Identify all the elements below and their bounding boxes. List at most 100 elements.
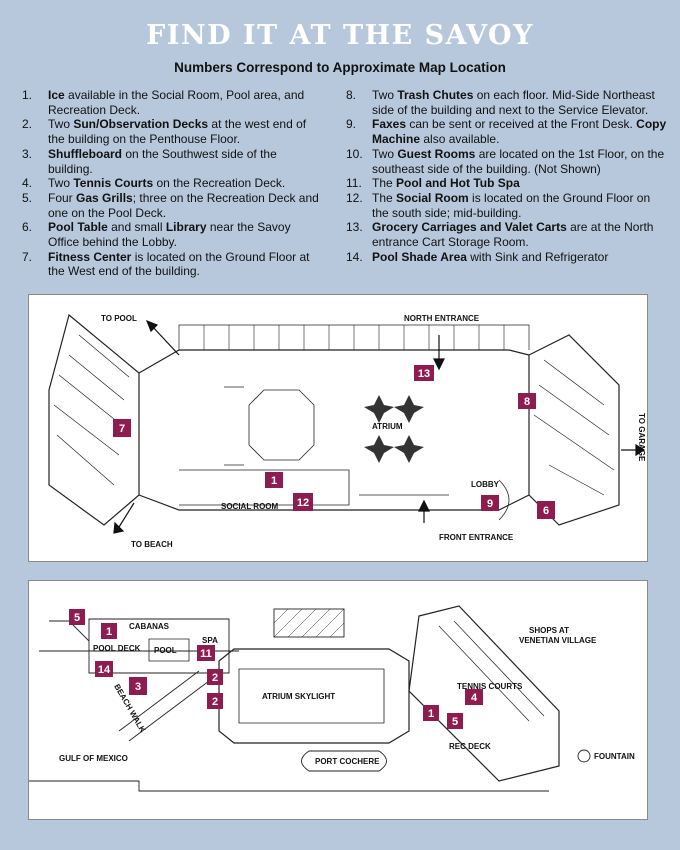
legend-item-keyword: Shuffleboard [48, 146, 122, 161]
label-atrium-skylight: ATRIUM SKYLIGHT [262, 692, 335, 701]
label-front-entrance: FRONT ENTRANCE [439, 533, 514, 542]
legend-item-text: Two Tennis Courts on the Recreation Deck… [48, 176, 322, 191]
svg-text:9: 9 [487, 498, 493, 510]
ground-floor-plan: TO POOL NORTH ENTRANCE ATRIUM TO GARAGE … [48, 313, 646, 549]
legend-item-desc: on the Recreation Deck. [153, 176, 286, 191]
svg-text:3: 3 [135, 681, 141, 693]
legend-item-keyword: Social Room [396, 190, 469, 205]
legend-item-text: Fitness Center is located on the Ground … [48, 250, 322, 279]
svg-text:5: 5 [74, 612, 80, 624]
legend-item-number: 3. [22, 146, 33, 161]
label-pool-deck: POOL DECK [93, 644, 141, 653]
legend-item-text: Two Sun/Observation Decks at the west en… [48, 117, 322, 146]
legend-item-number: 14. [346, 249, 363, 264]
site-map: CABANAS SPA POOL POOL DECK BEACH WALK AT… [28, 580, 648, 820]
svg-text:1: 1 [428, 708, 434, 720]
legend-item-desc: are at the North entrance Cart Storage R… [372, 220, 654, 250]
label-pool: POOL [154, 646, 177, 655]
rec-deck-outline [408, 605, 560, 782]
legend-right: 8.Two Trash Chutes on each floor. Mid-Si… [346, 88, 668, 264]
legend-item-desc: is located on the Ground Floor at the We… [48, 249, 310, 279]
marker-5-rec: 5 [447, 713, 463, 729]
legend-item-desc: at the west end of the building on the P… [48, 117, 307, 147]
label-spa: SPA [202, 636, 218, 645]
legend-item-desc: Two [48, 176, 74, 191]
svg-text:8: 8 [524, 396, 530, 408]
east-wing-outline [528, 334, 620, 526]
legend-item-number: 13. [346, 220, 363, 235]
label-tennis-courts: TENNIS COURTS [457, 682, 523, 691]
legend-item-text: The Pool and Hot Tub Spa [372, 176, 668, 191]
legend-item-keyword: Pool Table [48, 220, 108, 235]
svg-text:2: 2 [212, 696, 218, 708]
legend-item-number: 7. [22, 249, 33, 264]
marker-12: 12 [293, 493, 313, 511]
legend-item-text: Pool Shade Area with Sink and Refrigerat… [372, 250, 668, 265]
label-rec-deck: REC DECK [449, 742, 491, 751]
legend-left: 1.Ice available in the Social Room, Pool… [22, 88, 322, 279]
marker-2-south: 2 [207, 693, 223, 709]
legend-item-desc: is located on the Ground Floor on the so… [372, 190, 651, 220]
legend-item-number: 2. [22, 117, 33, 132]
label-cabanas: CABANAS [129, 622, 170, 631]
label-social-room: SOCIAL ROOM [221, 502, 279, 511]
legend-item-number: 10. [346, 146, 363, 161]
legend-item: 9.Faxes can be sent or received at the F… [346, 117, 668, 146]
legend-item-desc: on the Southwest side of the building. [48, 146, 277, 176]
legend-item-keyword: Pool and Hot Tub Spa [396, 176, 520, 191]
legend-item-keyword: Tennis Courts [73, 176, 154, 191]
legend-item-text: Grocery Carriages and Valet Carts are at… [372, 220, 668, 249]
svg-text:2: 2 [212, 672, 218, 684]
legend-item: 5.Four Gas Grills; three on the Recreati… [22, 191, 322, 220]
legend-item-text: Four Gas Grills; three on the Recreation… [48, 191, 322, 220]
legend-item-keyword: Ice [48, 88, 65, 102]
legend-item: 14. Pool Shade Area with Sink and Refrige… [346, 250, 668, 265]
label-gulf-of-mexico: GULF OF MEXICO [59, 754, 128, 763]
svg-text:1: 1 [271, 475, 277, 487]
legend-item: 4.Two Tennis Courts on the Recreation De… [22, 176, 322, 191]
label-venetian-village: VENETIAN VILLAGE [519, 636, 597, 645]
legend-item-keyword: Gas Grills [76, 190, 133, 205]
legend-item-desc: The [372, 190, 397, 205]
svg-text:7: 7 [119, 423, 125, 435]
svg-text:6: 6 [543, 505, 549, 517]
legend-item-keyword: Trash Chutes [397, 88, 474, 102]
label-lobby: LOBBY [471, 480, 500, 489]
marker-14: 14 [95, 661, 113, 677]
marker-1: 1 [265, 472, 283, 488]
atrium-building-outline [218, 648, 410, 744]
legend-item-keyword: Library [165, 220, 207, 235]
label-fountain: FOUNTAIN [594, 752, 635, 761]
marker-1-rec: 1 [423, 705, 439, 721]
legend-item-text: Shuffleboard on the Southwest side of th… [48, 147, 322, 176]
legend-item: 8.Two Trash Chutes on each floor. Mid-Si… [346, 88, 668, 117]
legend-item-keyword: Pool Shade Area [372, 249, 467, 264]
legend-item: 7. Fitness Center is located on the Groun… [22, 250, 322, 279]
legend-item: 2. Two Sun/Observation Decks at the west … [22, 117, 322, 146]
marker-6: 6 [537, 501, 555, 519]
legend-item-desc: near the Savoy Office behind the Lobby. [48, 220, 291, 250]
svg-text:12: 12 [297, 497, 309, 509]
label-to-beach: TO BEACH [131, 540, 173, 549]
legend-item-desc: also available. [420, 132, 500, 147]
marker-7: 7 [113, 419, 131, 437]
label-north-entrance: NORTH ENTRANCE [404, 314, 480, 323]
legend-item-desc: on each floor. Mid-Side Northeast side o… [372, 88, 655, 117]
legend-item-desc: and small [107, 220, 166, 235]
marker-9: 9 [481, 495, 499, 511]
legend-item-desc: Two [48, 117, 74, 132]
legend-item-text: Pool Table and small Library near the Sa… [48, 220, 322, 249]
marker-11: 11 [197, 645, 215, 661]
legend-item-keyword: Sun/Observation Decks [73, 117, 209, 132]
legend-item-desc: can be sent or received at the Front Des… [406, 117, 637, 132]
legend-item-text: Two Trash Chutes on each floor. Mid-Side… [372, 88, 668, 117]
legend-item-number: 12. [346, 190, 363, 205]
site-plan: CABANAS SPA POOL POOL DECK BEACH WALK AT… [29, 605, 635, 792]
marker-1-pool: 1 [101, 623, 117, 639]
marker-5-pool: 5 [69, 609, 85, 625]
legend-item-desc: Two [372, 146, 398, 161]
legend-item: 3. Shuffleboard on the Southwest side of … [22, 147, 322, 176]
legend-item: 13. Grocery Carriages and Valet Carts are… [346, 220, 668, 249]
marker-3: 3 [129, 677, 147, 695]
